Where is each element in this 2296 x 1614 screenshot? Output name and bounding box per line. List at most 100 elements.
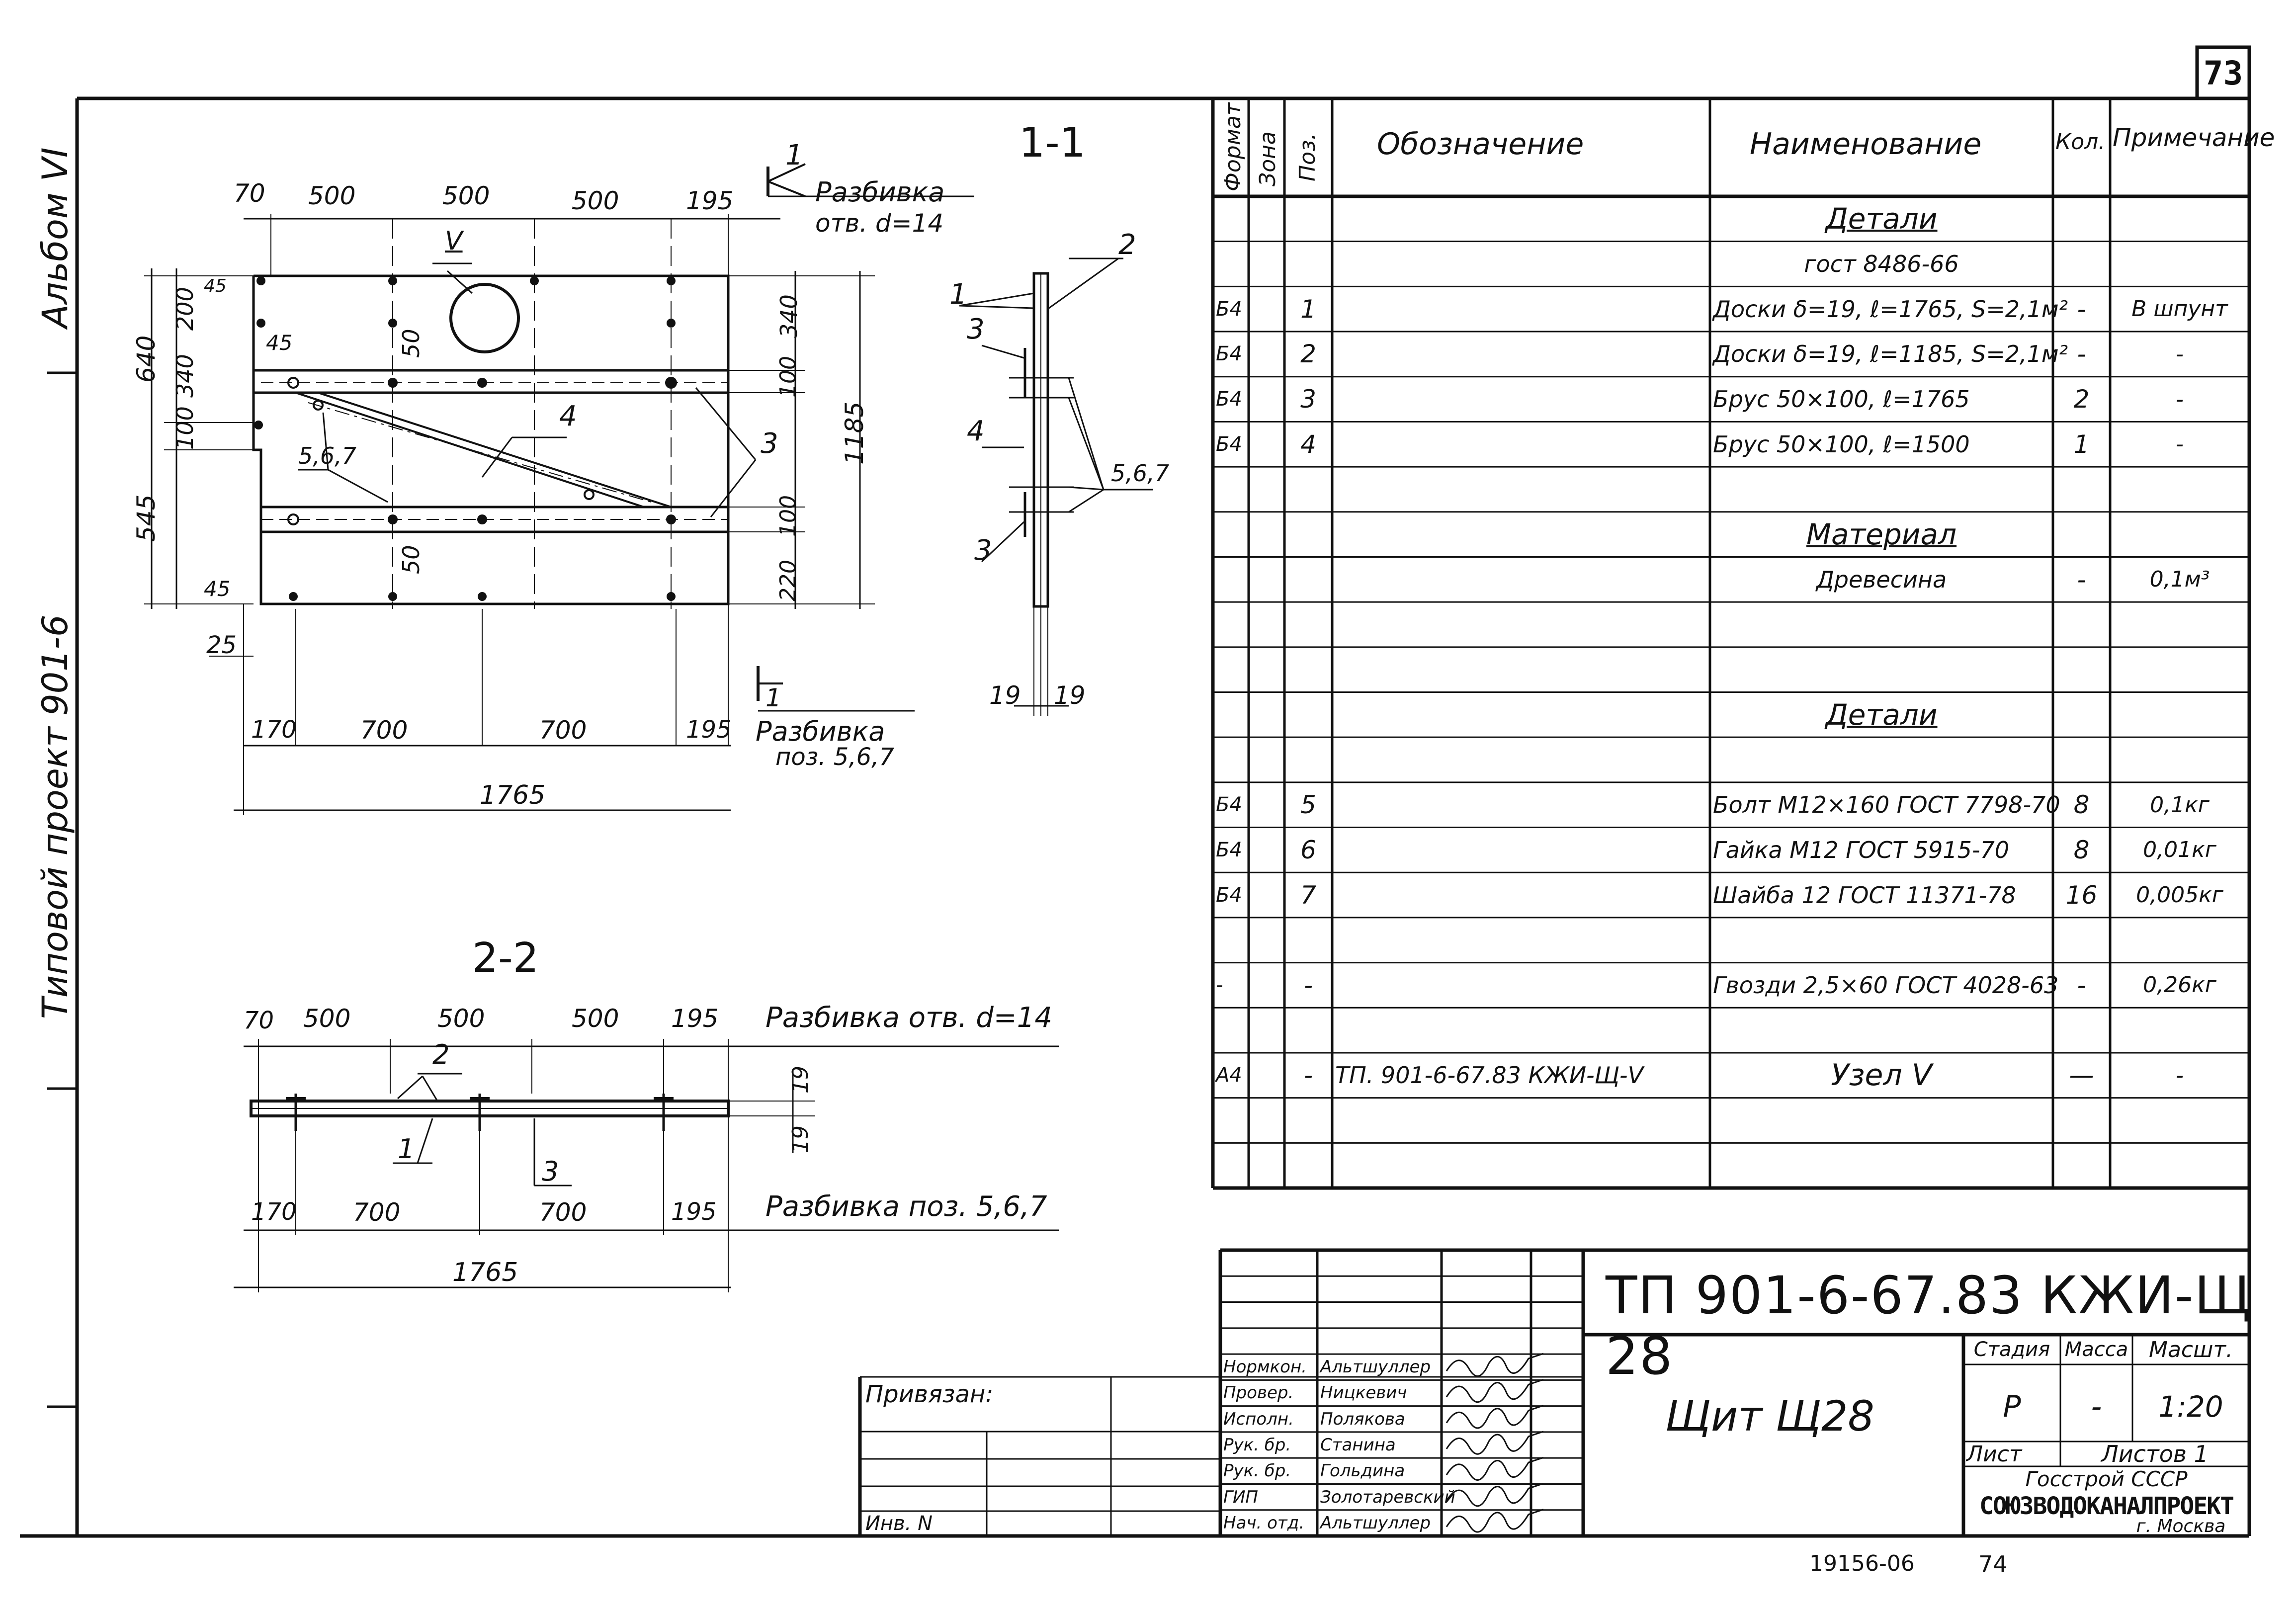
header-format: Формат: [1220, 102, 1246, 191]
spec-cell-pos: -: [1303, 1061, 1313, 1090]
header-name: Наименование: [1750, 127, 1982, 162]
spec-cell-pos: [1284, 737, 1332, 782]
spec-cell-pos: [1284, 1098, 1332, 1143]
sheet-number: 73: [2203, 54, 2243, 92]
spec-cell-note: 0,01кг: [2143, 837, 2216, 863]
signer-name: Станина: [1320, 1435, 1396, 1455]
spec-cell-name: [1710, 602, 2056, 647]
side-label-4: 4: [967, 415, 985, 447]
spec-cell-format: Б4: [1216, 297, 1242, 321]
spec-cell-designation: [1332, 918, 1713, 963]
spec-cell-zone: [1249, 242, 1284, 287]
spec-cell-designation: [1332, 286, 1713, 332]
signer-name: Ницкевич: [1320, 1383, 1407, 1403]
signature-mark: [1446, 1483, 1544, 1507]
spec-cell-name: гост 8486-66: [1804, 251, 1959, 277]
order-number: 19156-06: [1809, 1551, 1915, 1576]
spec-cell-note: [2110, 512, 2249, 557]
signer-name: Полякова: [1320, 1409, 1405, 1429]
note-top: Разбивка: [815, 176, 945, 208]
signer-role: Рук. бр.: [1223, 1435, 1291, 1455]
dim-top-1: 500: [308, 181, 356, 210]
signature-mark: [1446, 1405, 1544, 1429]
spec-cell-format: Б4: [1216, 432, 1242, 456]
label-1: 1: [398, 1133, 415, 1165]
spec-cell-qty: -: [2077, 565, 2086, 594]
album-label: Альбом VI: [35, 147, 76, 328]
spec-cell-format: [1213, 647, 1252, 692]
spec-cell-zone: [1249, 557, 1284, 602]
dim-top-0: 70: [244, 1007, 274, 1034]
spec-cell-designation: [1332, 647, 1713, 692]
spec-cell-pos: [1284, 196, 1332, 242]
signer-role: ГИП: [1223, 1487, 1258, 1507]
note-top-2: отв. d=14: [815, 209, 944, 238]
spec-cell-pos: [1284, 918, 1332, 963]
spec-cell-zone: [1249, 692, 1284, 738]
org-name-2: СОЮЗВОДОКАНАЛПРОЕКТ: [1979, 1492, 2234, 1520]
spec-cell-pos: [1284, 242, 1332, 287]
side-label-567: 5,6,7: [1111, 460, 1170, 487]
dim-left-45a: 45: [204, 276, 227, 296]
spec-cell-zone: [1249, 782, 1284, 828]
spec-cell-name: Материал: [1806, 517, 1957, 552]
spec-cell-format: Б4: [1216, 342, 1242, 366]
spec-cell-zone: [1249, 332, 1284, 377]
dim-top-2: 500: [442, 181, 490, 210]
spec-cell-designation: [1332, 737, 1713, 782]
spec-cell-name: Шайба 12 ГОСТ 11371-78: [1713, 881, 2016, 909]
spec-cell-qty: [2053, 467, 2110, 512]
dim-bot-0: 170: [251, 1198, 297, 1226]
spec-cell-zone: [1249, 963, 1284, 1008]
document-code: ТП 901-6-67.83 КЖИ-Щ 28: [1606, 1265, 2252, 1386]
page-number: 74: [1978, 1551, 2008, 1578]
spec-cell-format: [1213, 602, 1252, 647]
spec-cell-designation: [1332, 602, 1713, 647]
signer-name: Гольдина: [1320, 1461, 1405, 1481]
dim-top-2: 500: [437, 1004, 485, 1033]
signature-mark: [1446, 1353, 1544, 1377]
spec-cell-note: 0,1м³: [2149, 567, 2210, 593]
spec-cell-note: [2110, 1008, 2249, 1053]
dim-top-1: 500: [303, 1004, 351, 1033]
signature-mark: [1446, 1456, 1544, 1481]
spec-cell-designation: [1332, 422, 1713, 467]
dim-left-340: 340: [171, 354, 198, 398]
header-qty: Кол.: [2055, 129, 2106, 155]
label-2: 2: [432, 1039, 450, 1070]
spec-cell-format: [1213, 1143, 1252, 1188]
note-bottom-2: поз. 5,6,7: [775, 743, 894, 771]
spec-cell-note: [2110, 918, 2249, 963]
spec-cell-format: -: [1216, 973, 1223, 997]
scale-value: 1:20: [2158, 1390, 2223, 1424]
header-pos: Поз.: [1295, 133, 1320, 181]
dim-right-100b: 100: [775, 495, 801, 537]
spec-cell-pos: [1284, 557, 1332, 602]
dim-left-45c: 45: [204, 577, 231, 601]
dim-left-100: 100: [171, 406, 198, 450]
spec-cell-note: [2110, 196, 2249, 242]
org-name-1: Госстрой СССР: [2025, 1466, 2188, 1491]
side-label-3a: 3: [967, 313, 985, 345]
signer-role: Нормкон.: [1223, 1357, 1307, 1377]
header-note: Примечание: [2113, 123, 2275, 152]
cut-mark-top: 1: [785, 139, 803, 171]
spec-cell-pos: 7: [1300, 880, 1316, 910]
stage-label: Стадия: [1973, 1338, 2050, 1361]
dim-left-25: 25: [206, 631, 237, 659]
spec-cell-name: [1710, 647, 2056, 692]
spec-cell-designation: [1332, 828, 1713, 873]
dim-total: 1765: [480, 780, 546, 810]
spec-cell-qty: [2053, 647, 2110, 692]
note-top: Разбивка отв. d=14: [765, 1002, 1052, 1034]
spec-cell-pos: [1284, 1143, 1332, 1188]
spec-cell-designation: ТП. 901-6-67.83 КЖИ-Щ-V: [1335, 1062, 1644, 1089]
spec-cell-note: 0,26кг: [2143, 972, 2216, 998]
dim-top-4: 195: [671, 1004, 719, 1033]
spec-cell-note: [2110, 692, 2249, 738]
dim-right-100a: 100: [775, 356, 801, 398]
signer-role: Нач. отд.: [1223, 1513, 1305, 1533]
spec-cell-note: [2110, 1098, 2249, 1143]
spec-cell-format: [1213, 737, 1252, 782]
